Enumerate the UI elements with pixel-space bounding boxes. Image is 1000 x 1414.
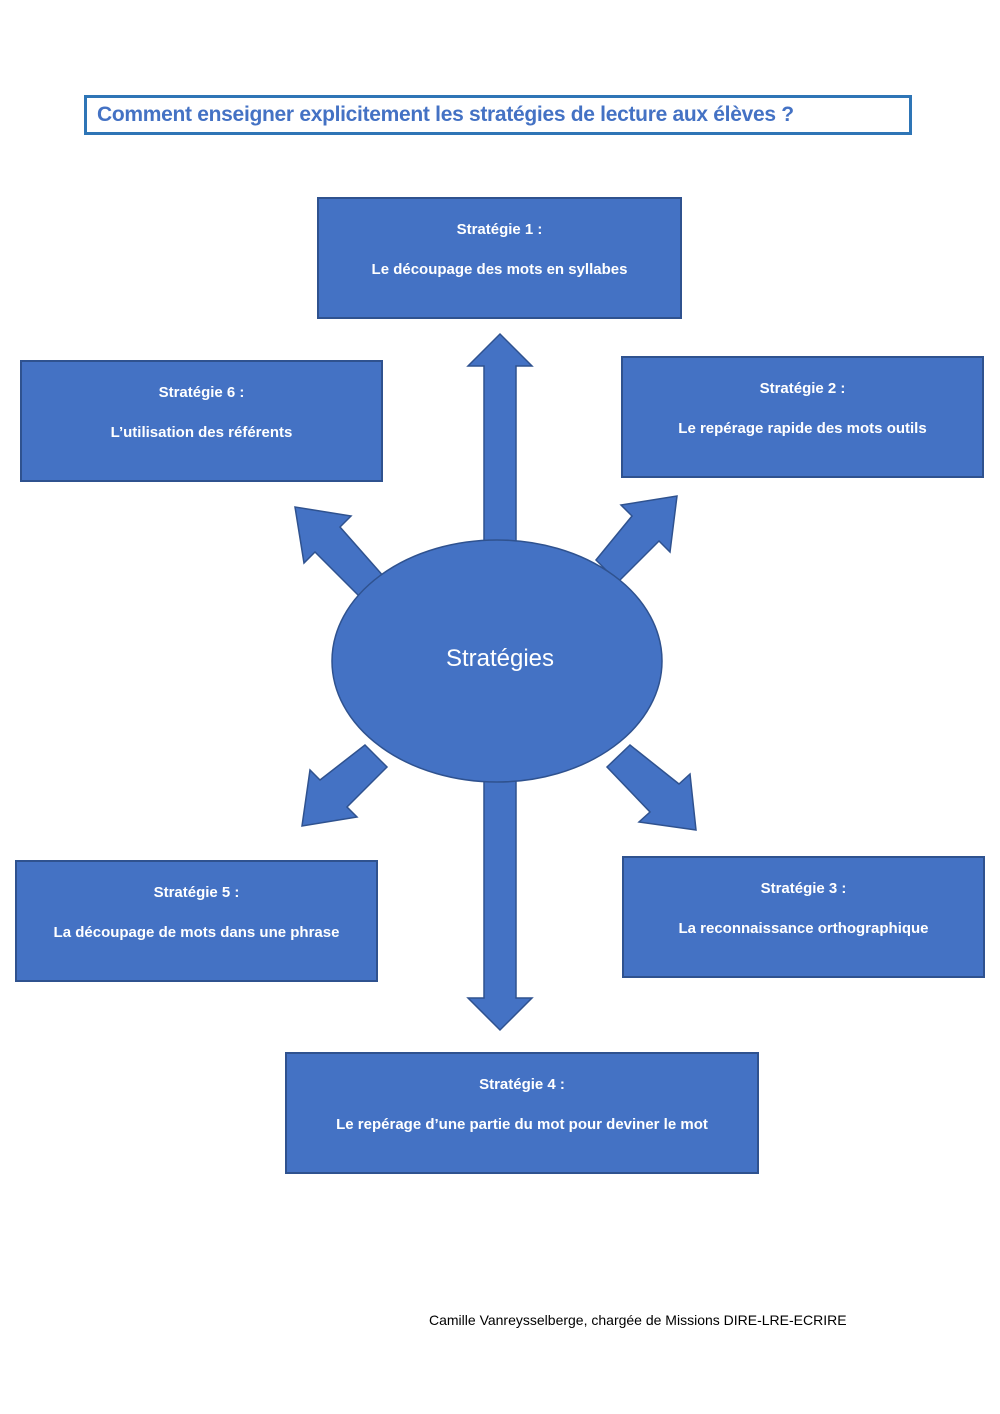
strategy-4-box: Stratégie 4 : Le repérage d’une partie d… xyxy=(285,1052,759,1174)
arrow-to-strategy-3 xyxy=(605,744,697,831)
strategy-2-heading: Stratégie 2 : xyxy=(759,380,846,397)
page-title: Comment enseigner explicitement les stra… xyxy=(97,103,794,126)
strategy-4-heading: Stratégie 4 : xyxy=(479,1076,565,1093)
arrow-down-to-strategy-4 xyxy=(466,779,534,1032)
strategy-3-heading: Stratégie 3 : xyxy=(760,880,847,897)
strategy-3-description: La reconnaissance orthographique xyxy=(678,920,929,937)
strategy-6-heading: Stratégie 6 : xyxy=(158,384,245,401)
strategy-2-box: Stratégie 2 : Le repérage rapide des mot… xyxy=(621,356,984,478)
strategy-2-description: Le repérage rapide des mots outils xyxy=(678,420,927,437)
strategy-5-box: Stratégie 5 : La découpage de mots dans … xyxy=(15,860,378,982)
strategy-6-box: Stratégie 6 : L’utilisation des référent… xyxy=(20,360,383,482)
strategy-5-heading: Stratégie 5 : xyxy=(153,884,240,901)
center-ellipse xyxy=(331,539,663,783)
strategy-4-description: Le repérage d’une partie du mot pour dev… xyxy=(336,1116,708,1133)
strategy-1-heading: Stratégie 1 : xyxy=(456,221,543,238)
arrow-up-to-strategy-1 xyxy=(466,332,534,546)
strategy-3-box: Stratégie 3 : La reconnaissance orthogra… xyxy=(622,856,985,978)
strategy-1-box: Stratégie 1 : Le découpage des mots en s… xyxy=(317,197,682,319)
author-credit: Camille Vanreysselberge, chargée de Miss… xyxy=(429,1312,847,1328)
arrow-to-strategy-5 xyxy=(301,744,389,827)
strategy-1-description: Le découpage des mots en syllabes xyxy=(371,261,628,278)
strategy-6-description: L’utilisation des référents xyxy=(110,424,293,441)
strategy-5-description: La découpage de mots dans une phrase xyxy=(53,924,340,941)
arrow-to-strategy-6 xyxy=(294,506,387,602)
title-box: Comment enseigner explicitement les stra… xyxy=(84,95,912,135)
center-label: Stratégies xyxy=(445,645,555,672)
arrow-to-strategy-2 xyxy=(594,495,678,584)
